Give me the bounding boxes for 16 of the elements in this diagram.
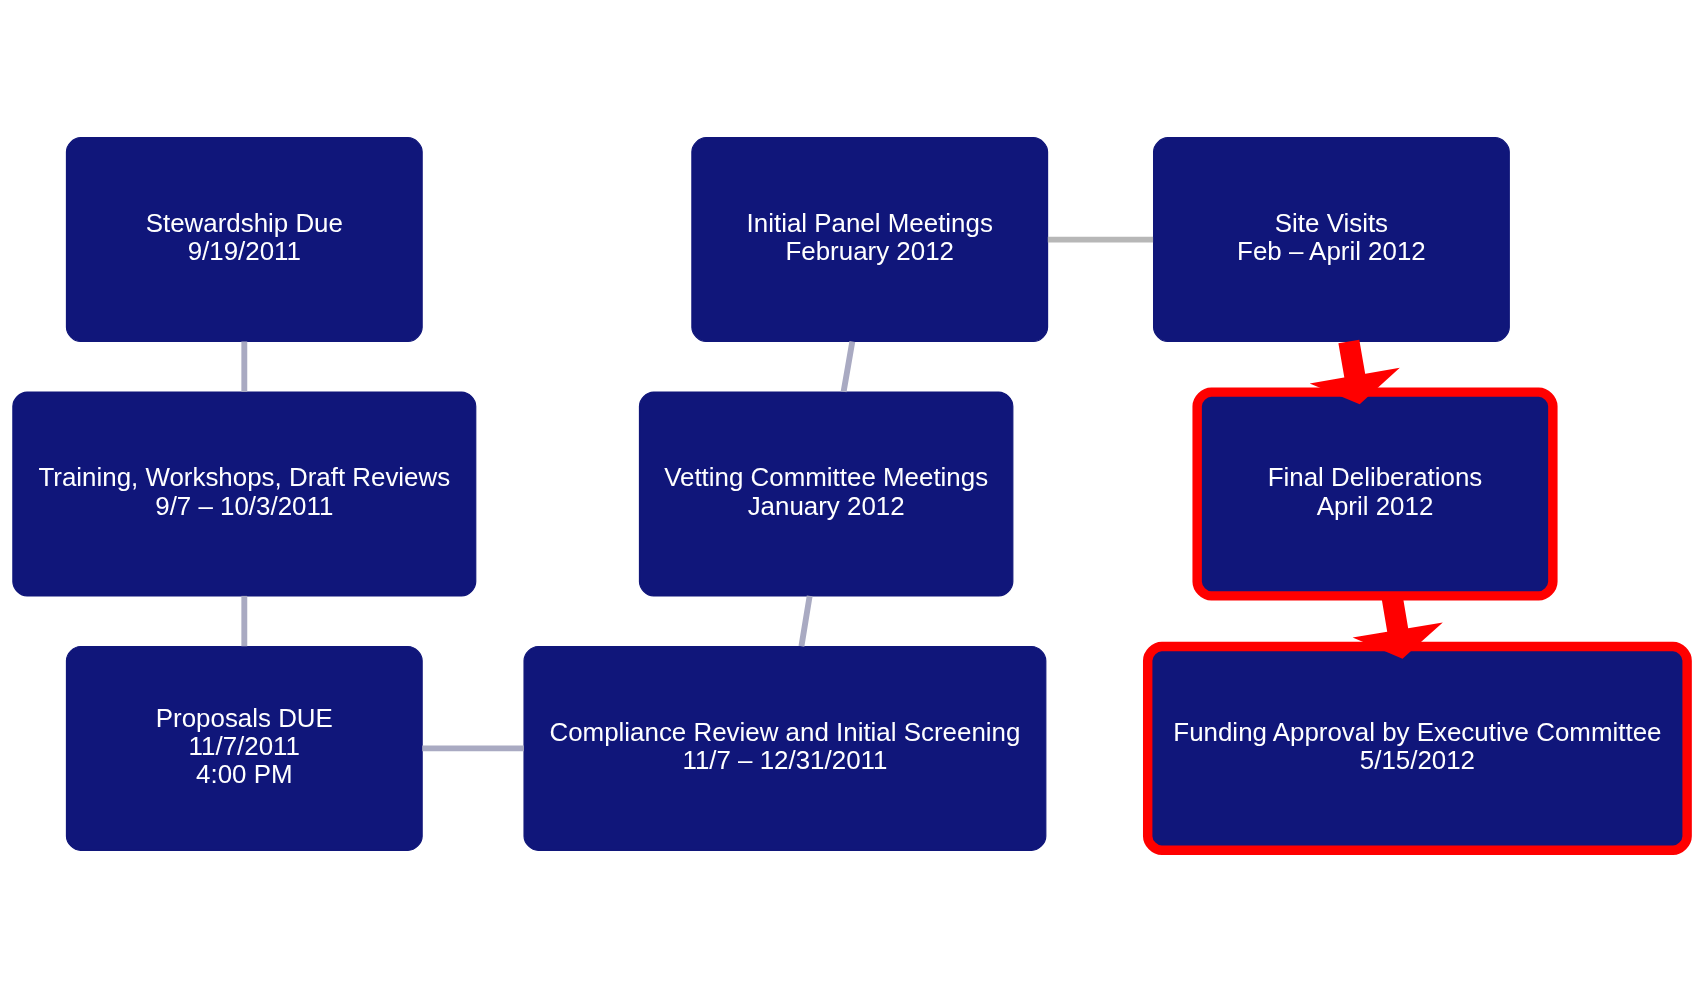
connector [840, 340, 856, 392]
arrow [1309, 339, 1400, 404]
node-box: Initial Panel Meetings February 2012 [691, 136, 1049, 342]
connector [422, 744, 524, 751]
connector [241, 595, 248, 646]
node-box: Vetting Committee Meetings January 2012 [638, 391, 1014, 596]
node-box: Proposals DUE 11/7/2011 4:00 PM [65, 645, 423, 851]
node-box: Compliance Review and Initial Screening 11/7 – 12/31/2011 [523, 645, 1047, 851]
node-box: Final Deliberations April 2012 [1192, 386, 1558, 601]
node-box: Stewardship Due 9/19/2011 [65, 136, 423, 342]
connector [798, 594, 813, 647]
node-box: Site Visits Feb – April 2012 [1153, 136, 1510, 342]
node-box: Funding Approval by Executive Committee 5/15/2012 [1143, 641, 1692, 855]
connector [1047, 236, 1154, 243]
node-box: Training, Workshops, Draft Reviews 9/7 – 10/3/2011 [12, 391, 477, 596]
connector [241, 340, 248, 392]
